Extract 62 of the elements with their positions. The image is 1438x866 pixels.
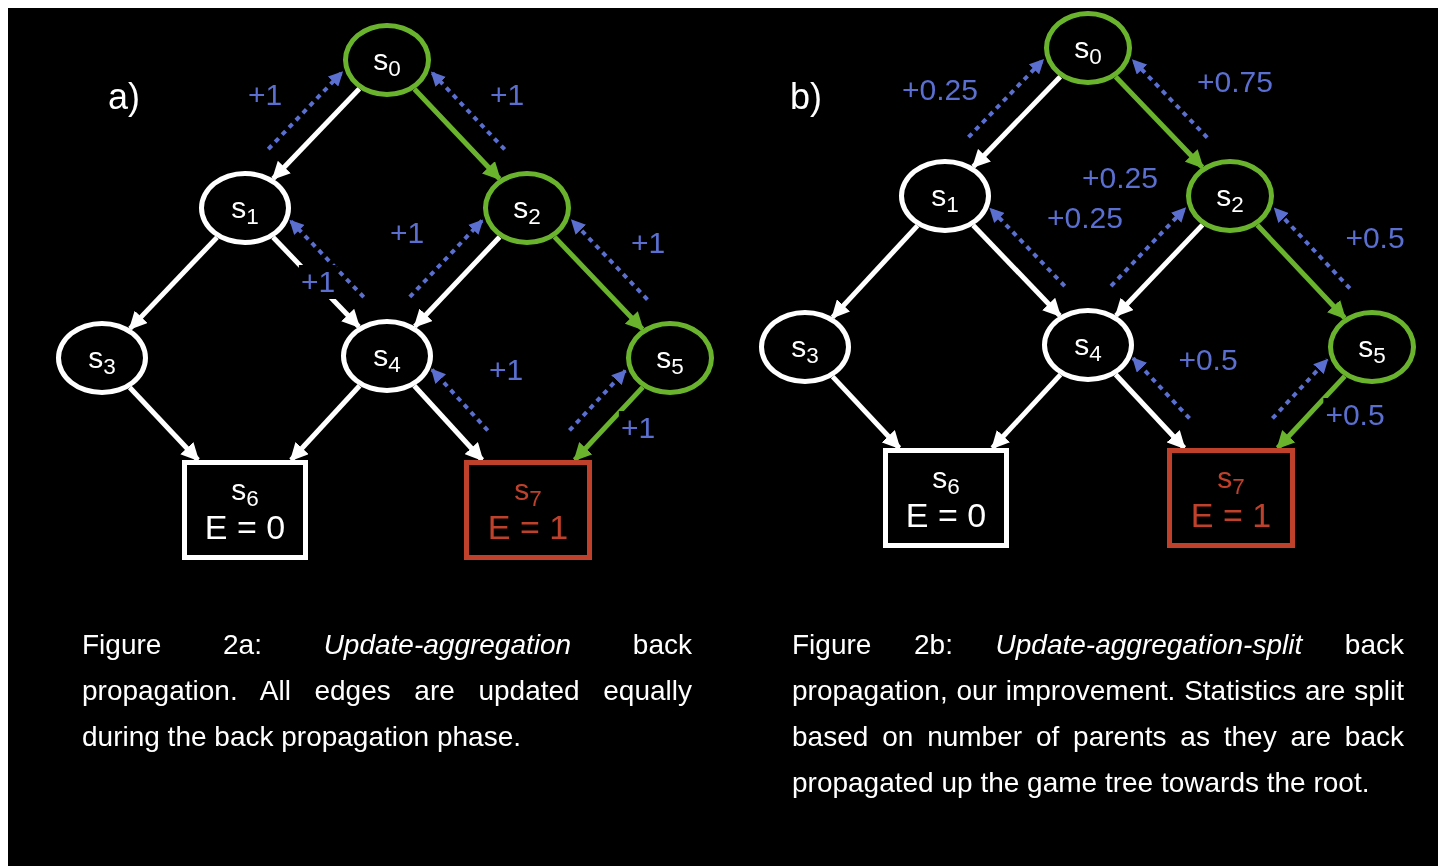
- arrow: [572, 385, 645, 462]
- figure-caption: Figure 2b: Update-aggregation-split back propagation, our improvement. Statistics are split based on number of parents as they are back propagated up the game tree towards the root.: [792, 628, 1404, 800]
- dashed-arrow: [430, 368, 490, 432]
- terminal-state-box: [883, 448, 1009, 548]
- figure-caption: Figure 2a: Update-aggregation back propagation. All edges are updated equally during the back propagation phase.: [82, 628, 692, 754]
- terminal-state-box: [182, 460, 308, 560]
- state-name: s$_{0}$: [1074, 31, 1102, 65]
- evaluation-value: E = 1: [487, 507, 569, 547]
- state-name: s$_{2}$: [513, 191, 541, 225]
- arrow: [1275, 374, 1347, 450]
- evaluation-value: E = 0: [204, 507, 286, 547]
- state-name: s$_{2}$: [1216, 179, 1244, 213]
- dashed-arrow: [1273, 207, 1352, 290]
- arrow: [271, 87, 362, 181]
- arrow: [971, 223, 1062, 318]
- arrow: [552, 235, 645, 331]
- dashed-arrow: [967, 58, 1045, 139]
- panel-label: b): [790, 75, 822, 119]
- arrow: [990, 372, 1063, 450]
- arrow: [1255, 223, 1347, 320]
- edge-label: +1: [298, 265, 338, 299]
- dashed-arrow: [266, 70, 344, 151]
- arrow: [413, 235, 502, 329]
- state-name: s$_{5}$: [1358, 330, 1386, 364]
- evaluation-value: E = 1: [1190, 495, 1272, 535]
- arrow: [289, 384, 362, 462]
- dashed-arrow: [408, 219, 484, 299]
- state-name: s$_{7}$: [1217, 461, 1245, 495]
- terminal-state-box: [1167, 448, 1295, 548]
- dashed-arrow: [1131, 356, 1191, 420]
- state-name: s$_{1}$: [931, 179, 959, 213]
- arrow: [1113, 75, 1205, 169]
- dashed-arrow: [1109, 206, 1187, 288]
- dashed-arrow: [1270, 358, 1329, 420]
- arrow: [127, 385, 200, 462]
- state-name: s$_{5}$: [656, 341, 684, 375]
- dashed-arrow: [568, 369, 627, 432]
- arrow: [1113, 372, 1187, 450]
- dashed-arrow: [988, 207, 1067, 288]
- dashed-arrow: [1131, 58, 1209, 139]
- arrow: [830, 374, 902, 450]
- evaluation-value: E = 0: [905, 495, 987, 535]
- state-name: s$_{3}$: [88, 341, 116, 375]
- arrow: [412, 87, 502, 181]
- state-name: s$_{7}$: [514, 473, 542, 507]
- state-name: s$_{0}$: [373, 43, 401, 77]
- terminal-state-box: [464, 460, 592, 560]
- arrow: [830, 223, 920, 320]
- arrow: [1114, 223, 1205, 318]
- state-name: s$_{3}$: [791, 330, 819, 364]
- panel-label: a): [108, 75, 140, 119]
- arrow: [971, 75, 1063, 169]
- dashed-arrow: [430, 71, 507, 151]
- state-name: s$_{6}$: [231, 473, 259, 507]
- state-name: s$_{1}$: [231, 191, 259, 225]
- arrow: [128, 235, 219, 331]
- state-name: s$_{4}$: [1074, 328, 1102, 362]
- dashed-arrow: [288, 219, 366, 299]
- state-name: s$_{4}$: [373, 339, 401, 373]
- state-name: s$_{6}$: [932, 461, 960, 495]
- dashed-arrow: [570, 218, 649, 301]
- arrow: [412, 384, 485, 462]
